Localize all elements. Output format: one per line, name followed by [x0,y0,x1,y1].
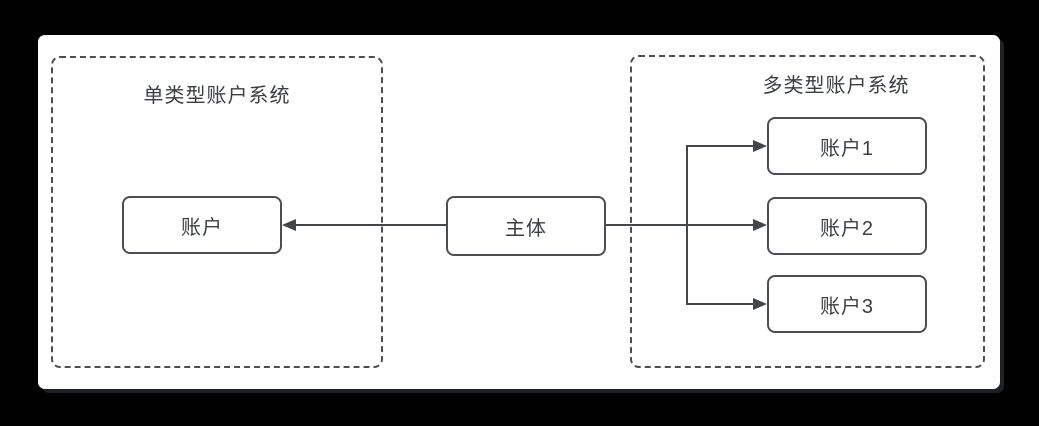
single-type-group-label: 单类型账户系统 [143,85,291,107]
arrowhead-right-top-icon [753,140,767,152]
account-node: 账户 [122,196,282,254]
edge-subject-to-account-line [294,224,446,226]
edge-subject-to-account1-line [686,145,754,147]
multi-type-group-label: 多类型账户系统 [762,75,910,97]
arrowhead-right-middle-icon [753,219,767,231]
single-type-group-box [51,56,383,368]
diagram-canvas: 单类型账户系统 多类型账户系统 账户 主体 账户1 账户2 账户3 [38,35,1000,389]
account1-node: 账户1 [767,117,927,175]
subject-node: 主体 [446,196,606,256]
arrowhead-left-icon [282,219,296,231]
edge-branch-vertical-line [686,145,688,305]
account3-node: 账户3 [767,275,927,333]
edge-subject-to-account2-line [606,224,756,226]
multi-type-group-box [630,55,985,368]
account2-node: 账户2 [767,197,927,255]
arrowhead-right-bottom-icon [753,298,767,310]
edge-subject-to-account3-line [686,303,754,305]
